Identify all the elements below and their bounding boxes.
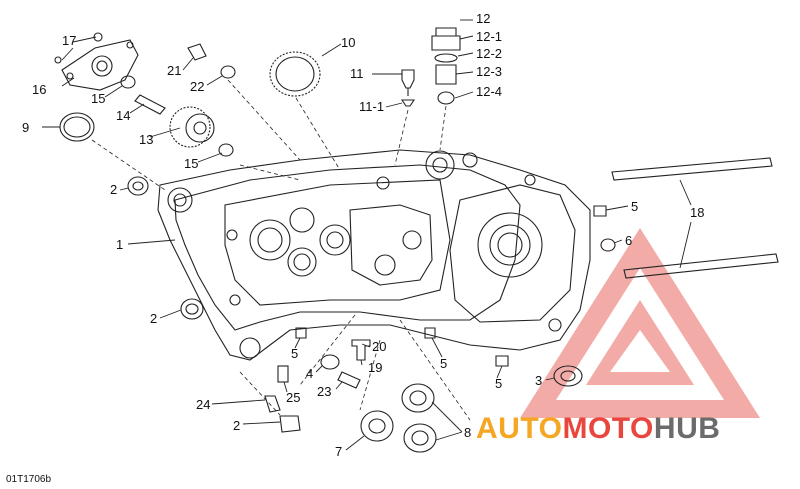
part-2-fitting (279, 415, 301, 433)
callout-17: 17 (62, 33, 76, 48)
callout-18: 18 (690, 205, 704, 220)
callout-4: 4 (306, 366, 313, 381)
callout-10: 10 (341, 35, 355, 50)
part-23-bolt (337, 371, 361, 389)
part-13-gear (169, 106, 215, 148)
callout-21: 21 (167, 63, 181, 78)
part-22-washer (220, 65, 236, 79)
part-19-bolt (351, 339, 371, 361)
callout-1: 1 (116, 237, 123, 252)
alignment-dashes (91, 79, 471, 421)
part-8-bearing (401, 383, 435, 413)
watermark-moto: MOTO (562, 412, 653, 445)
callout-12-4: 12-4 (476, 84, 502, 99)
part-9-oring (59, 112, 95, 142)
part-2-seal (127, 176, 149, 196)
crankcase-left-half (157, 149, 591, 361)
part-14-pin (134, 94, 166, 115)
callout-15: 15 (91, 91, 105, 106)
callout-12-1: 12-1 (476, 29, 502, 44)
callout-20: 20 (372, 339, 386, 354)
callout-labels: 17 16 15 14 13 15 9 21 22 10 11 11-1 12 … (22, 11, 704, 459)
callout-11: 11 (350, 66, 364, 81)
part-7-bearing (360, 410, 394, 442)
watermark-logo: AUTOMOTOHUB (476, 412, 720, 445)
watermark-triangle (520, 228, 760, 418)
callout-12: 12 (476, 11, 490, 26)
callout-7: 7 (335, 444, 342, 459)
part-5-bolt-3 (495, 355, 509, 367)
drawing-code: 01T1706b (6, 474, 51, 485)
callout-2-3: 2 (233, 418, 240, 433)
watermark-hub: HUB (654, 412, 721, 445)
part-4-washer (320, 354, 340, 370)
callout-24: 24 (196, 397, 210, 412)
callout-6: 6 (625, 233, 632, 248)
callout-5-4: 5 (631, 199, 638, 214)
callout-3: 3 (535, 373, 542, 388)
part-6-washer (600, 238, 616, 252)
part-8-bearing-2 (403, 423, 437, 453)
callout-5-2: 5 (440, 356, 447, 371)
part-25-dowel (277, 365, 289, 383)
callout-8: 8 (464, 425, 471, 440)
part-15-washer-2 (218, 143, 234, 157)
watermark-auto: AUTO (476, 412, 562, 445)
callout-16: 16 (32, 82, 46, 97)
callout-23: 23 (317, 384, 331, 399)
part-18-stud (611, 157, 779, 279)
part-2-seal-2 (180, 298, 204, 320)
callout-19: 19 (368, 360, 382, 375)
part-5-bolt-4 (593, 205, 607, 217)
part-24-bolt (264, 395, 281, 413)
part-3-seal (553, 365, 583, 387)
callout-25: 25 (286, 390, 300, 405)
callout-13: 13 (139, 132, 153, 147)
part-5-bolt-2 (424, 327, 436, 339)
part-10-ring (269, 51, 321, 97)
callout-12-2: 12-2 (476, 46, 502, 61)
callout-11-1: 11-1 (359, 99, 384, 114)
part-16-cover (54, 32, 139, 91)
callout-15-2: 15 (184, 156, 198, 171)
callout-5-3: 5 (495, 376, 502, 391)
callout-12-3: 12-3 (476, 64, 502, 79)
part-12-plug (431, 27, 461, 105)
part-21-sensor (187, 43, 207, 61)
callout-5: 5 (291, 346, 298, 361)
callout-2: 2 (110, 182, 117, 197)
leader-lines (42, 19, 692, 451)
callout-14: 14 (116, 108, 130, 123)
part-5-bolt (295, 327, 307, 339)
part-11-valve (400, 69, 416, 107)
part-15-washer (120, 75, 136, 89)
callout-22: 22 (190, 79, 204, 94)
callout-9: 9 (22, 120, 29, 135)
callout-2-2: 2 (150, 311, 157, 326)
